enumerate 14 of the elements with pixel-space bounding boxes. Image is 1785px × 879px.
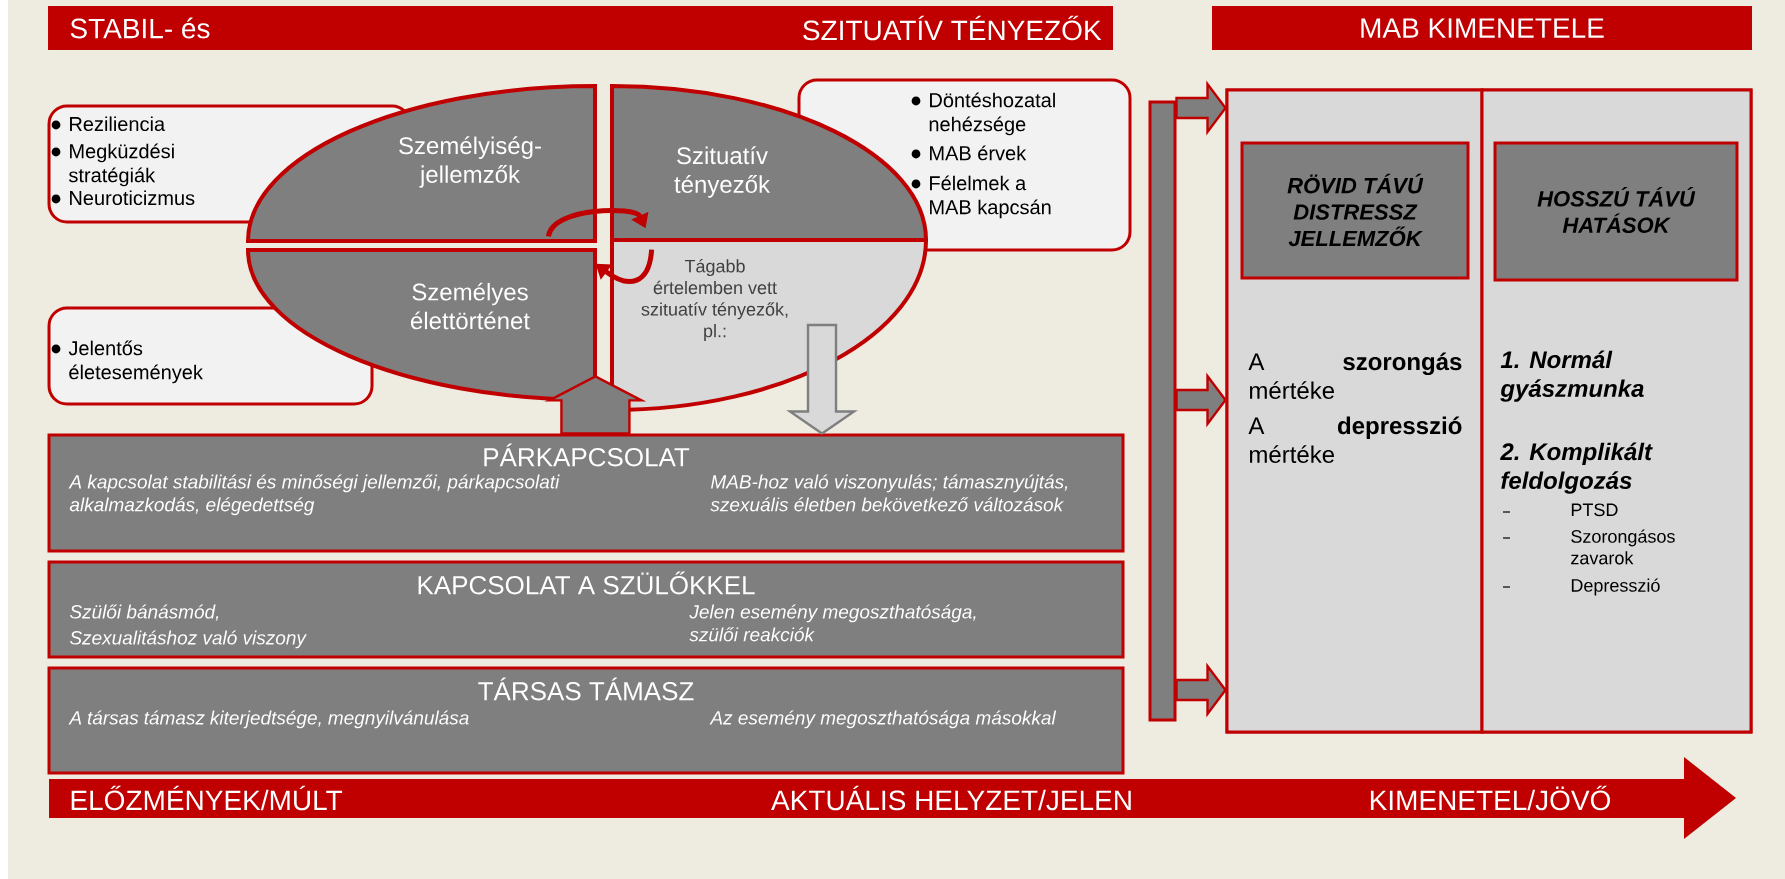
header-box: RÖVID TÁVÚ DISTRESSZ JELLEMZŐK	[1240, 141, 1470, 280]
block-arrow	[544, 375, 647, 435]
header-bar: MAB KIMENETELE	[1212, 6, 1752, 50]
panel-box: TÁRSAS TÁMASZ A társas támasz kiterjedtsége, megnyilvánulása Az esemény megoszthatósága másokkal	[47, 666, 1125, 775]
panel-box: KAPCSOLAT A SZÜLŐKKEL Szülői bánásmód, Szexualitáshoz való viszony Jelen esemény megoszthatósága, szülői reakciók	[47, 560, 1125, 659]
panel-box: PÁRKAPCSOLAT A kapcsolat stabilitási és minőségi jellemzői, párkapcsolati alkalmazkodás, elégedettség MAB-hoz való viszonyulás; támasznyújtás, szexuális életben bekövetkező változások	[47, 433, 1125, 553]
block-arrow	[1175, 372, 1227, 428]
block-arrow	[786, 323, 858, 435]
block-arrow	[1175, 662, 1227, 718]
header-box: HOSSZÚ TÁVÚ HATÁSOK	[1493, 141, 1739, 282]
cycle-arrow	[546, 208, 649, 238]
block-arrow	[1175, 80, 1227, 136]
vertical-bar	[1148, 100, 1177, 722]
header-bar: STABIL- és SZITUATÍV TÉNYEZŐK	[48, 6, 1113, 50]
